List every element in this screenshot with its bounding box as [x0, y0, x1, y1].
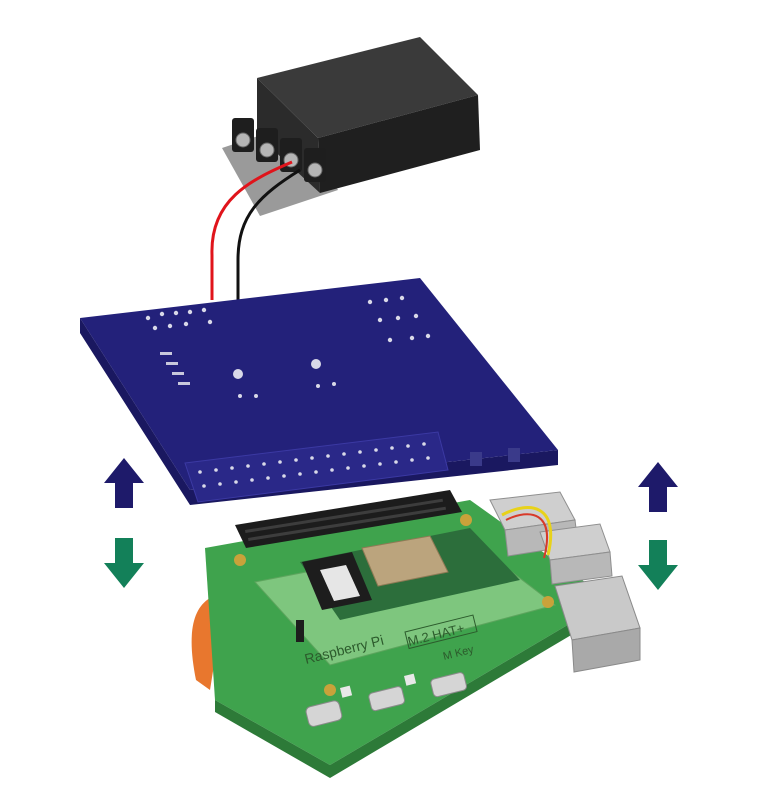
arrow-down-icon — [104, 538, 144, 588]
small-components — [340, 673, 417, 698]
ethernet-port-side — [571, 627, 641, 673]
raspberry-pi-stack: Raspberry Pi M.2 HAT+ M Key — [191, 490, 641, 778]
front-ports — [305, 672, 467, 727]
arrow-up-icon — [104, 458, 144, 508]
ssd-controller-chip — [361, 535, 449, 587]
fan-cable — [505, 513, 549, 559]
module-enclosure-top — [257, 37, 478, 138]
board-vias — [145, 295, 431, 398]
smd-pads — [160, 352, 190, 385]
micro-hdmi-port — [430, 672, 467, 698]
pi-pcb-edge — [215, 700, 330, 778]
arrow-up-icon — [638, 462, 678, 512]
board-standoff — [508, 448, 520, 462]
red-power-wire — [210, 160, 293, 300]
usb-ports — [489, 491, 613, 585]
blue-hat-board — [80, 278, 558, 505]
black-power-wire — [236, 168, 301, 300]
micro-hdmi-port — [368, 686, 405, 712]
brass-standoffs — [234, 514, 554, 696]
power-module — [222, 37, 480, 216]
right-arrows — [638, 462, 678, 590]
arrow-down-icon — [638, 540, 678, 590]
gpio-header-footprint — [184, 431, 449, 503]
usb-c-port — [305, 700, 343, 727]
module-enclosure-side — [318, 95, 480, 193]
gpio-pin-tops — [245, 498, 447, 541]
fan-cable — [501, 506, 553, 556]
hat-label-box — [404, 614, 478, 650]
pogo-pin — [296, 620, 304, 642]
header-pins — [198, 442, 430, 488]
pi-pcb-edge — [330, 600, 610, 778]
m2-label-sticker — [320, 565, 360, 601]
terminal-screws — [232, 118, 326, 182]
board-standoff — [470, 452, 482, 466]
left-arrows — [104, 458, 144, 588]
